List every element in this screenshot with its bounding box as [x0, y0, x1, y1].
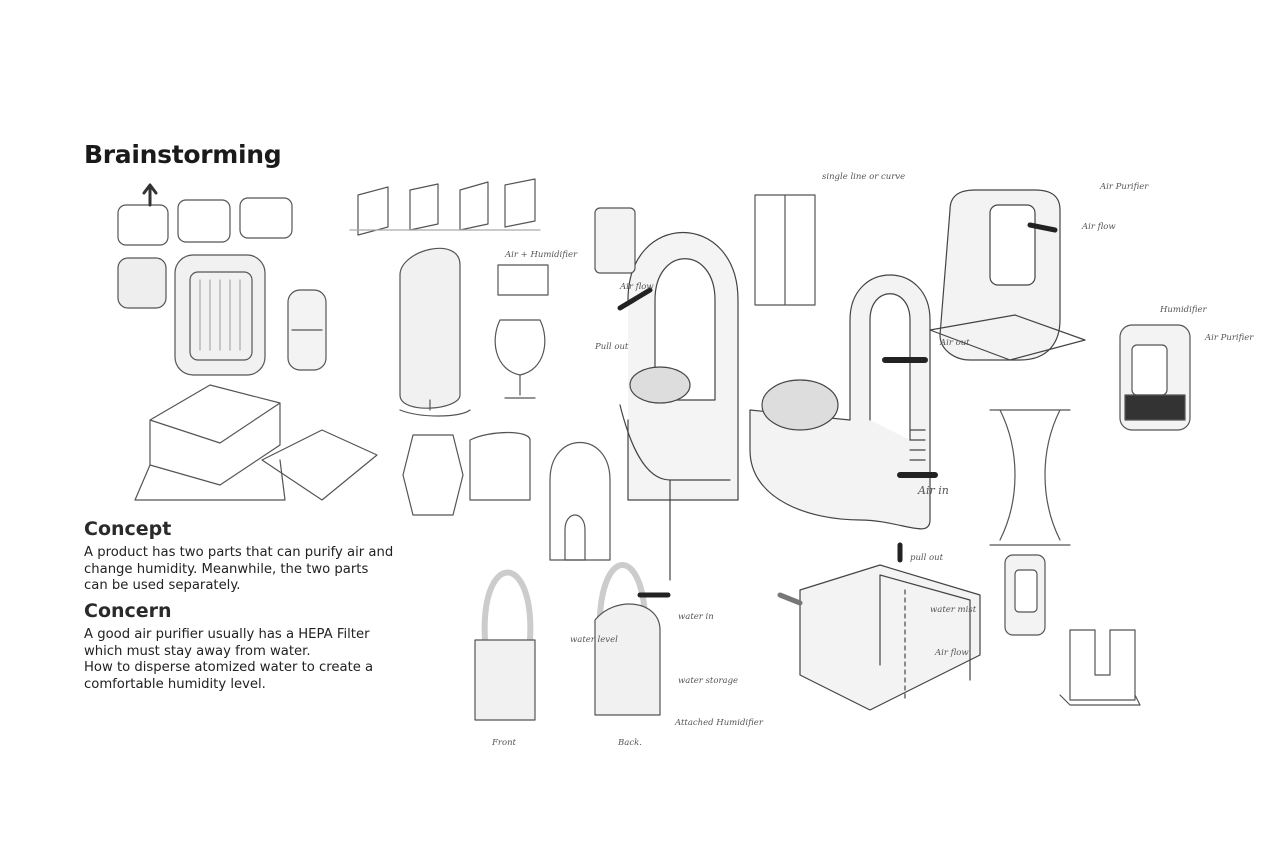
- note-water-level: water level: [570, 635, 618, 645]
- sketch-front-unit: [474, 569, 536, 721]
- concern-line: comfortable humidity level.: [84, 676, 266, 692]
- concept-text: A product has two parts that can purify …: [84, 545, 444, 595]
- concept-line: A product has two parts that can purify …: [84, 545, 394, 560]
- sketch-loop-humidifier: [617, 231, 739, 581]
- note-air-in: Air in: [918, 484, 949, 497]
- sketch-loop-small: [549, 442, 611, 561]
- note-water-in: water in: [678, 612, 714, 622]
- note-air-purifier: Air Purifier: [1205, 333, 1254, 343]
- sketch-big-humidifier: [749, 274, 938, 530]
- sketch-small-purifier: [1119, 324, 1191, 431]
- note-air-purifier: Air Purifier: [1100, 182, 1149, 192]
- sketch-tray-unit: [777, 542, 981, 711]
- note-pull-out: Pull out: [595, 342, 629, 352]
- sketch-c-purifier: [929, 189, 1086, 361]
- concern-line: A good air purifier usually has a HEPA F…: [84, 627, 370, 642]
- concept-line: change humidity. Meanwhile, the two part…: [84, 561, 369, 577]
- note-air-flow: Air flow: [935, 648, 969, 658]
- sketch-small-boxes: [117, 183, 293, 309]
- sketch-pyramid: [134, 384, 286, 501]
- sketch-vases: [494, 264, 549, 399]
- sketch-back-unit: [594, 562, 671, 716]
- note-front: Front: [492, 738, 516, 748]
- note-water-mist: water mist: [930, 605, 977, 615]
- sketch-hyperboloid: [989, 409, 1071, 546]
- sketch-panels: [349, 178, 541, 236]
- concept-heading: Concept: [84, 518, 172, 540]
- sketch-tall-purifier: [399, 247, 471, 417]
- note-humidifier: Humidifier: [1160, 305, 1207, 315]
- sketch-column: [754, 194, 816, 306]
- note-back: Back.: [618, 738, 642, 748]
- note-air-humidifier: Air + Humidifier: [505, 250, 578, 260]
- page-title: Brainstorming: [84, 140, 282, 169]
- note-air-out: Air out: [940, 338, 970, 348]
- concern-line: which must stay away from water.: [84, 643, 311, 659]
- concern-heading: Concern: [84, 600, 172, 622]
- sketch-handheld: [287, 289, 327, 371]
- note-air-flow: Air flow: [620, 282, 654, 292]
- note-attached-humidifier: Attached Humidifier: [675, 718, 763, 728]
- sketch-jars: [402, 431, 531, 516]
- note-water-storage: water storage: [678, 676, 739, 686]
- concept-line: can be used separately.: [84, 578, 241, 593]
- sketch-glass-pane: [594, 207, 636, 274]
- note-single-line: single line or curve: [822, 172, 906, 182]
- sketch-tray: [261, 429, 378, 501]
- note-air-flow: Air flow: [1082, 222, 1116, 232]
- sketch-mini-frame: [1004, 554, 1046, 636]
- sketch-purifier-box: [174, 254, 266, 376]
- sketch-u-base: [1059, 629, 1141, 706]
- concern-text: A good air purifier usually has a HEPA F…: [84, 627, 444, 693]
- note-pull-out: pull out: [910, 553, 944, 563]
- concern-line: How to disperse atomized water to create…: [84, 660, 374, 675]
